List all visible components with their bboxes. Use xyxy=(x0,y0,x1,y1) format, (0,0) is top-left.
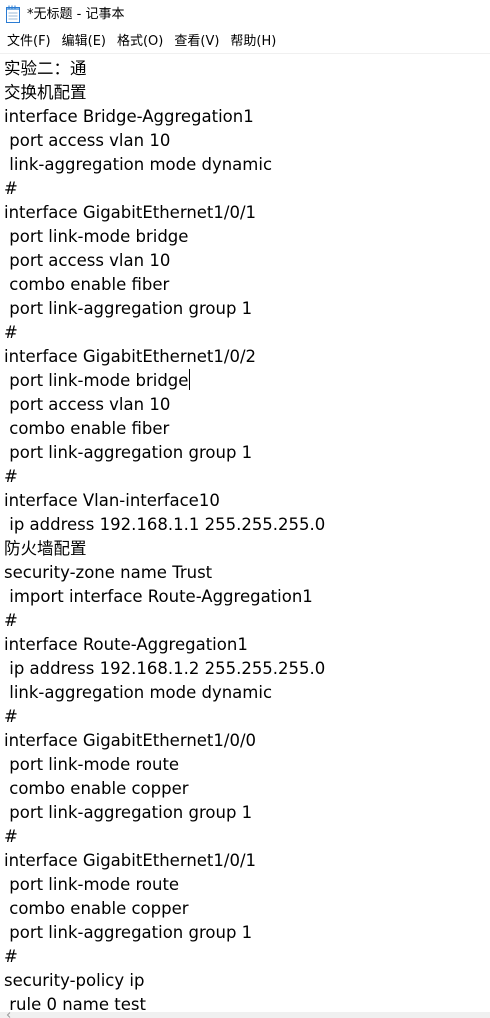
text-line-content: 防火墙配置 xyxy=(4,539,87,558)
text-line-content: port link-mode bridge xyxy=(4,227,189,246)
text-line[interactable]: interface Route-Aggregation1 xyxy=(4,633,325,657)
text-line-content: combo enable fiber xyxy=(4,275,170,294)
text-line[interactable]: port link-aggregation group 1 xyxy=(4,297,325,321)
text-line-content: interface GigabitEthernet1/0/1 xyxy=(4,851,257,870)
text-line[interactable]: interface Bridge-Aggregation1 xyxy=(4,105,325,129)
menu-bar: 文件(F) 编辑(E) 格式(O) 查看(V) 帮助(H) xyxy=(0,30,490,54)
text-line[interactable]: link-aggregation mode dynamic xyxy=(4,153,325,177)
text-line-content: 实验二：通 xyxy=(4,59,87,78)
text-line-content: combo enable fiber xyxy=(4,419,170,438)
chevron-left-icon[interactable] xyxy=(6,1012,12,1018)
text-line-content: security-policy ip xyxy=(4,971,145,990)
text-line[interactable]: port access vlan 10 xyxy=(4,249,325,273)
text-line[interactable]: port link-mode bridge xyxy=(4,369,325,393)
text-line-content: # xyxy=(4,467,18,486)
text-line[interactable]: 交换机配置 xyxy=(4,81,325,105)
text-line-content: import interface Route-Aggregation1 xyxy=(4,587,313,606)
menu-file[interactable]: 文件(F) xyxy=(7,33,51,49)
text-line[interactable]: combo enable fiber xyxy=(4,417,325,441)
text-line[interactable]: port access vlan 10 xyxy=(4,393,325,417)
text-line[interactable]: ip address 192.168.1.2 255.255.255.0 xyxy=(4,657,325,681)
text-line[interactable]: security-policy ip xyxy=(4,969,325,993)
text-line[interactable]: interface GigabitEthernet1/0/1 xyxy=(4,849,325,873)
text-line[interactable]: link-aggregation mode dynamic xyxy=(4,681,325,705)
text-line[interactable]: interface GigabitEthernet1/0/1 xyxy=(4,201,325,225)
text-line[interactable]: interface Vlan-interface10 xyxy=(4,489,325,513)
text-line[interactable]: import interface Route-Aggregation1 xyxy=(4,585,325,609)
text-line-content: # xyxy=(4,179,18,198)
text-line-content: # xyxy=(4,323,18,342)
text-line-content: # xyxy=(4,947,18,966)
text-line-content: port link-mode route xyxy=(4,875,180,894)
text-line-content: port link-aggregation group 1 xyxy=(4,443,253,462)
window-title: *无标题 - 记事本 xyxy=(27,7,125,22)
text-line[interactable]: security-zone name Trust xyxy=(4,561,325,585)
text-line-content: port link-aggregation group 1 xyxy=(4,803,253,822)
text-line-content: rule 0 name test xyxy=(4,995,146,1012)
text-line-content: port link-mode route xyxy=(4,755,180,774)
notepad-icon xyxy=(6,5,20,23)
text-line[interactable]: port access vlan 10 xyxy=(4,129,325,153)
text-line-content: interface Vlan-interface10 xyxy=(4,491,220,510)
horizontal-scrollbar[interactable] xyxy=(0,1012,490,1018)
text-line[interactable]: # xyxy=(4,177,325,201)
text-line[interactable]: interface GigabitEthernet1/0/2 xyxy=(4,345,325,369)
text-line[interactable]: # xyxy=(4,609,325,633)
menu-help[interactable]: 帮助(H) xyxy=(230,33,277,49)
text-line-content: # xyxy=(4,611,18,630)
menu-edit[interactable]: 编辑(E) xyxy=(61,33,106,49)
text-line[interactable]: port link-mode bridge xyxy=(4,225,325,249)
text-line[interactable]: port link-aggregation group 1 xyxy=(4,801,325,825)
text-line[interactable]: combo enable fiber xyxy=(4,273,325,297)
text-line[interactable]: port link-aggregation group 1 xyxy=(4,921,325,945)
text-line-content: # xyxy=(4,707,18,726)
text-line-content: interface GigabitEthernet1/0/0 xyxy=(4,731,257,750)
text-line[interactable]: # xyxy=(4,825,325,849)
menu-format[interactable]: 格式(O) xyxy=(116,33,164,49)
text-line-content: port link-mode bridge xyxy=(4,371,189,390)
text-line-content: port link-aggregation group 1 xyxy=(4,923,253,942)
text-line-content: port access vlan 10 xyxy=(4,395,171,414)
text-line-content: interface GigabitEthernet1/0/2 xyxy=(4,347,257,366)
text-line[interactable]: ip address 192.168.1.1 255.255.255.0 xyxy=(4,513,325,537)
text-line[interactable]: # xyxy=(4,705,325,729)
text-line-content: interface Route-Aggregation1 xyxy=(4,635,248,654)
text-line-content: combo enable copper xyxy=(4,779,189,798)
text-line-content: port access vlan 10 xyxy=(4,251,171,270)
text-line-content: combo enable copper xyxy=(4,899,189,918)
text-line[interactable]: combo enable copper xyxy=(4,777,325,801)
text-line[interactable]: rule 0 name test xyxy=(4,993,325,1012)
text-line-content: # xyxy=(4,827,18,846)
menu-view[interactable]: 查看(V) xyxy=(174,33,220,49)
text-line-content: security-zone name Trust xyxy=(4,563,213,582)
text-line[interactable]: combo enable copper xyxy=(4,897,325,921)
text-line[interactable]: 防火墙配置 xyxy=(4,537,325,561)
text-line[interactable]: port link-mode route xyxy=(4,873,325,897)
text-line[interactable]: interface GigabitEthernet1/0/0 xyxy=(4,729,325,753)
text-line[interactable]: # xyxy=(4,321,325,345)
text-line[interactable]: 实验二：通 xyxy=(4,57,325,81)
text-line-content: ip address 192.168.1.2 255.255.255.0 xyxy=(4,659,326,678)
title-bar[interactable]: *无标题 - 记事本 xyxy=(0,0,490,30)
text-line-content: port access vlan 10 xyxy=(4,131,171,150)
text-line[interactable]: port link-mode route xyxy=(4,753,325,777)
text-line-content: link-aggregation mode dynamic xyxy=(4,683,273,702)
text-caret xyxy=(189,369,191,390)
text-line-content: link-aggregation mode dynamic xyxy=(4,155,273,174)
text-line-content: 交换机配置 xyxy=(4,83,87,102)
text-line[interactable]: # xyxy=(4,945,325,969)
text-line-content: ip address 192.168.1.1 255.255.255.0 xyxy=(4,515,326,534)
text-line[interactable]: port link-aggregation group 1 xyxy=(4,441,325,465)
text-line-content: interface GigabitEthernet1/0/1 xyxy=(4,203,257,222)
text-line-content: interface Bridge-Aggregation1 xyxy=(4,107,254,126)
text-line[interactable]: # xyxy=(4,465,325,489)
text-line-content: port link-aggregation group 1 xyxy=(4,299,253,318)
